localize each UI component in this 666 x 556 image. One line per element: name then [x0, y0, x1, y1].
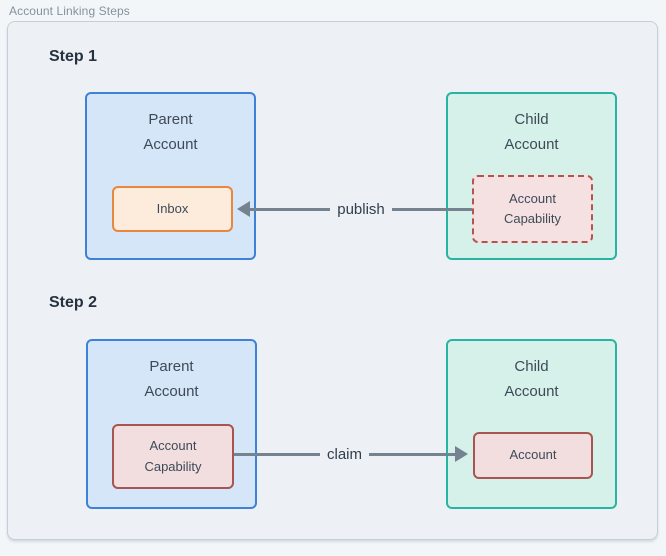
publish-arrow: publish	[237, 198, 473, 220]
parent-account-title-step2: Parent Account	[144, 358, 199, 400]
parent-account-node-step1: Parent Account Inbox	[85, 92, 256, 260]
step-1-heading: Step 1	[49, 48, 98, 65]
claim-arrow-line	[234, 452, 320, 456]
publish-arrow-line	[391, 207, 473, 211]
child-account-title-step2: Child Account	[504, 358, 559, 400]
step-2-heading: Step 2	[49, 294, 98, 311]
publish-arrow-label: publish	[337, 200, 385, 218]
child-account-node-step1: Child Account Account Capability	[446, 92, 617, 260]
account-capability-node-step2: Account Capability	[112, 424, 234, 489]
child-account-node-step2: Child Account Account	[446, 339, 617, 509]
publish-arrow-line	[250, 207, 331, 211]
arrowhead-left-icon	[237, 201, 250, 217]
claim-arrow-line	[369, 452, 456, 456]
account-node-step2: Account	[473, 432, 593, 479]
claim-arrow: claim	[234, 443, 469, 465]
claim-arrow-label: claim	[327, 445, 363, 463]
parent-account-node-step2: Parent Account Account Capability	[86, 339, 257, 509]
diagram-title: Account Linking Steps	[9, 4, 130, 18]
diagram-panel: Step 1 Parent Account Inbox Child Accoun…	[7, 21, 658, 540]
account-capability-node-step1: Account Capability	[472, 175, 593, 243]
child-account-title-step1: Child Account	[504, 111, 559, 153]
inbox-node: Inbox	[112, 186, 233, 232]
parent-account-title-step1: Parent Account	[143, 111, 198, 153]
arrowhead-right-icon	[455, 446, 469, 462]
